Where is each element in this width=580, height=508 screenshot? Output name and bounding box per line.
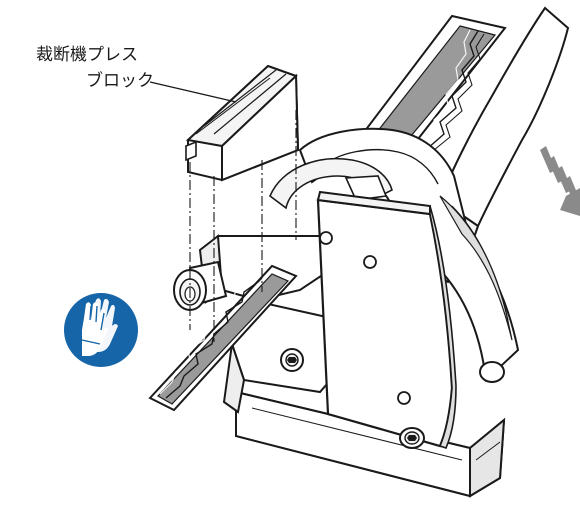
- press-block: [185, 64, 300, 182]
- rotation-direction-arrow-icon: [540, 146, 580, 216]
- side-knob: [173, 260, 228, 311]
- wear-protective-gloves-icon: [64, 293, 138, 367]
- callout-leader-line: [149, 81, 237, 103]
- inner-opening: [269, 157, 393, 210]
- base-plate: [235, 390, 506, 498]
- callout-label-line-2: ブロック: [86, 71, 154, 91]
- front-housing: [316, 190, 457, 449]
- cable-strip-lower: [148, 264, 298, 412]
- alignment-lines: [189, 110, 297, 342]
- callout-label-line-1: 裁断機プレス: [36, 45, 138, 65]
- cable-strip-upper: [350, 14, 507, 164]
